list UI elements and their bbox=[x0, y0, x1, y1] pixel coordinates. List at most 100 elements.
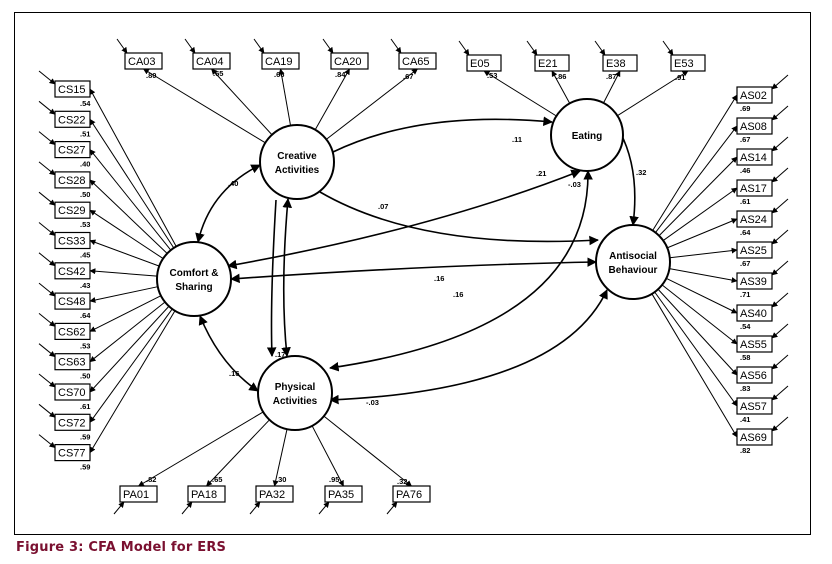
path-creative-comfort bbox=[195, 164, 261, 243]
error-arrow bbox=[38, 100, 56, 115]
indicator-box bbox=[534, 54, 570, 72]
indicator-label: CS62 bbox=[58, 326, 86, 338]
path-coef-comfort-antisocial: .16 bbox=[434, 274, 444, 283]
loading-value: .61 bbox=[80, 402, 90, 411]
indicator-label: AS56 bbox=[740, 370, 767, 382]
path-coef-creative-eating: .11 bbox=[512, 135, 522, 144]
indicator-box bbox=[466, 54, 502, 72]
indicator-label: CS42 bbox=[58, 266, 86, 278]
error-arrow bbox=[318, 501, 330, 515]
loading-path bbox=[89, 209, 164, 260]
indicator-label: CS72 bbox=[58, 417, 86, 429]
loading-path bbox=[483, 70, 557, 117]
loading-path bbox=[272, 429, 288, 487]
loading-value: .50 bbox=[80, 372, 90, 381]
indicator-box bbox=[54, 201, 91, 219]
latent-label: Comfort & bbox=[170, 268, 219, 279]
loading-path bbox=[666, 277, 738, 314]
indicator-label: CA19 bbox=[265, 56, 293, 68]
indicator-as40: AS40 bbox=[736, 304, 773, 322]
loading-path bbox=[662, 187, 738, 241]
error-arrow bbox=[184, 38, 196, 54]
path-eating-physical bbox=[329, 170, 593, 372]
indicator-label: CS27 bbox=[58, 145, 86, 157]
loading-value: .82 bbox=[740, 446, 750, 455]
loading-value: .46 bbox=[740, 166, 750, 175]
indicator-ca19: CA19 bbox=[261, 52, 300, 70]
path-layer bbox=[38, 38, 789, 515]
indicator-pa32: PA32 bbox=[255, 485, 294, 503]
indicator-box bbox=[54, 262, 91, 280]
latent-circle bbox=[257, 355, 333, 431]
loading-value: .82 bbox=[146, 475, 156, 484]
indicator-box bbox=[736, 272, 773, 290]
loading-path bbox=[669, 268, 738, 283]
indicator-box bbox=[736, 366, 773, 384]
indicator-label: PA01 bbox=[123, 489, 149, 501]
indicator-cs42: CS42 bbox=[54, 262, 91, 280]
path-coef-antisocial-physical-b: -.03 bbox=[366, 398, 379, 407]
latent-label: Activities bbox=[275, 165, 320, 176]
loading-value: .54 bbox=[740, 322, 751, 331]
loading-value: .91 bbox=[675, 73, 685, 82]
indicator-label: PA35 bbox=[328, 489, 354, 501]
indicator-ca03: CA03 bbox=[124, 52, 163, 70]
path-coef-creative-physical: .17 bbox=[275, 350, 285, 359]
error-arrow bbox=[662, 40, 674, 56]
indicator-box bbox=[392, 485, 431, 503]
indicator-pa35: PA35 bbox=[324, 485, 363, 503]
latent-circle bbox=[156, 241, 232, 317]
loading-path bbox=[652, 94, 738, 231]
indicator-label: CS28 bbox=[58, 175, 86, 187]
error-arrow bbox=[38, 222, 56, 236]
loading-path bbox=[658, 156, 738, 237]
indicator-box bbox=[736, 148, 773, 166]
indicator-label: AS57 bbox=[740, 401, 767, 413]
indicator-box bbox=[736, 117, 773, 135]
latent-label: Sharing bbox=[175, 282, 212, 293]
indicator-box bbox=[54, 444, 91, 462]
latent-label: Physical bbox=[275, 382, 316, 393]
loading-path bbox=[89, 118, 175, 249]
indicator-box bbox=[54, 322, 91, 340]
latent-label: Creative bbox=[277, 151, 317, 162]
indicator-as69: AS69 bbox=[736, 428, 773, 446]
indicator-box bbox=[54, 231, 91, 250]
error-arrow bbox=[38, 313, 56, 327]
error-arrow bbox=[38, 403, 56, 418]
error-arrow bbox=[38, 343, 56, 358]
indicator-cs22: CS22 bbox=[54, 110, 91, 128]
indicator-box bbox=[54, 353, 91, 371]
loading-path bbox=[89, 268, 158, 277]
loading-path bbox=[603, 70, 621, 104]
loading-path bbox=[89, 295, 162, 332]
path-creative-eating bbox=[332, 116, 553, 153]
indicator-pa18: PA18 bbox=[187, 485, 226, 503]
indicator-cs15: CS15 bbox=[54, 80, 91, 98]
indicator-box bbox=[736, 397, 773, 415]
error-arrow bbox=[38, 191, 56, 206]
indicator-box bbox=[670, 54, 706, 72]
path-coef-antisocial-physical-a: .16 bbox=[453, 290, 463, 299]
indicator-box bbox=[330, 52, 369, 70]
path-coef-eating-antisocial: .32 bbox=[636, 168, 646, 177]
loading-path bbox=[314, 68, 350, 131]
path-coef-creative-antisocial: .07 bbox=[378, 202, 388, 211]
indicator-label: CA04 bbox=[196, 56, 224, 68]
loading-value: .58 bbox=[740, 353, 750, 362]
latent-circle bbox=[550, 98, 624, 172]
loading-value: .53 bbox=[487, 71, 497, 80]
indicator-label: AS24 bbox=[740, 214, 767, 226]
loading-path bbox=[323, 415, 412, 487]
indicator-pa01: PA01 bbox=[119, 485, 158, 503]
error-arrow bbox=[771, 136, 789, 152]
loading-value: .61 bbox=[740, 197, 750, 206]
indicator-box bbox=[736, 179, 773, 197]
latent-circle bbox=[595, 224, 671, 300]
indicator-cs72: CS72 bbox=[54, 413, 91, 431]
loading-value: .53 bbox=[80, 341, 90, 350]
